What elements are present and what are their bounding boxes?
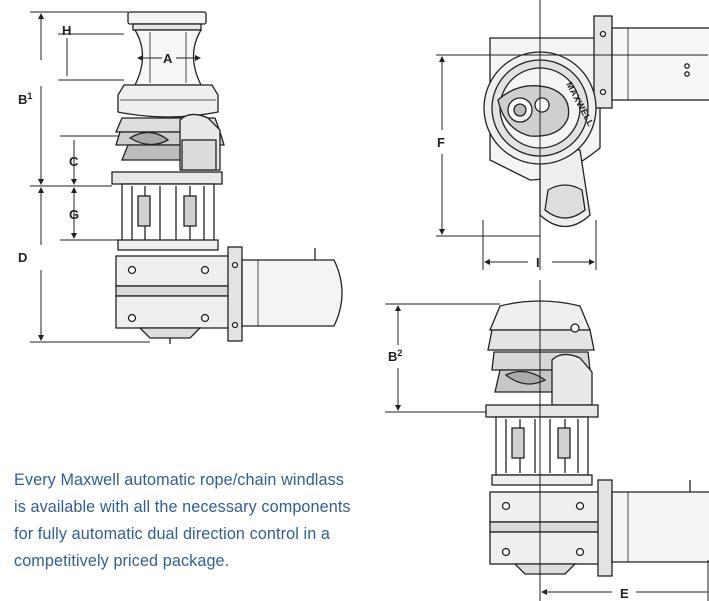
dimension-label-c: C (69, 154, 79, 169)
dimension-label-e: E (620, 586, 629, 601)
description-line-1: Every Maxwell automatic rope/chain windl… (14, 471, 344, 489)
lower-side-view-windlass (485, 300, 709, 577)
description-line-3: for fully automatic dual direction contr… (14, 525, 331, 543)
dimension-label-b1-superscript: 1 (27, 91, 32, 101)
top-view-windlass (483, 15, 709, 228)
side-view-windlass (111, 11, 343, 344)
description-line-2: is available with all the necessary comp… (14, 498, 351, 516)
dimension-label-h: H (62, 23, 71, 38)
dimension-label-f: F (437, 135, 445, 150)
dimension-label-b2-superscript: 2 (397, 348, 402, 358)
description-line-4: competitively priced package. (14, 552, 230, 570)
dimension-label-a: A (163, 51, 173, 66)
dimension-label-g: G (69, 207, 79, 222)
dimension-label-b2-letter: B (388, 349, 397, 364)
dimension-label-b1-letter: B (18, 92, 27, 107)
dimension-label-i: I (536, 255, 540, 270)
top-view-dimension-lines (436, 0, 708, 270)
dimension-label-b2: B2 (388, 348, 402, 364)
lower-view-dimension-lines (385, 280, 709, 601)
product-description: Every Maxwell automatic rope/chain windl… (14, 467, 394, 575)
dimension-label-b1: B1 (18, 91, 32, 107)
dimension-label-d: D (18, 250, 27, 265)
side-view-dimension-lines (30, 11, 201, 343)
